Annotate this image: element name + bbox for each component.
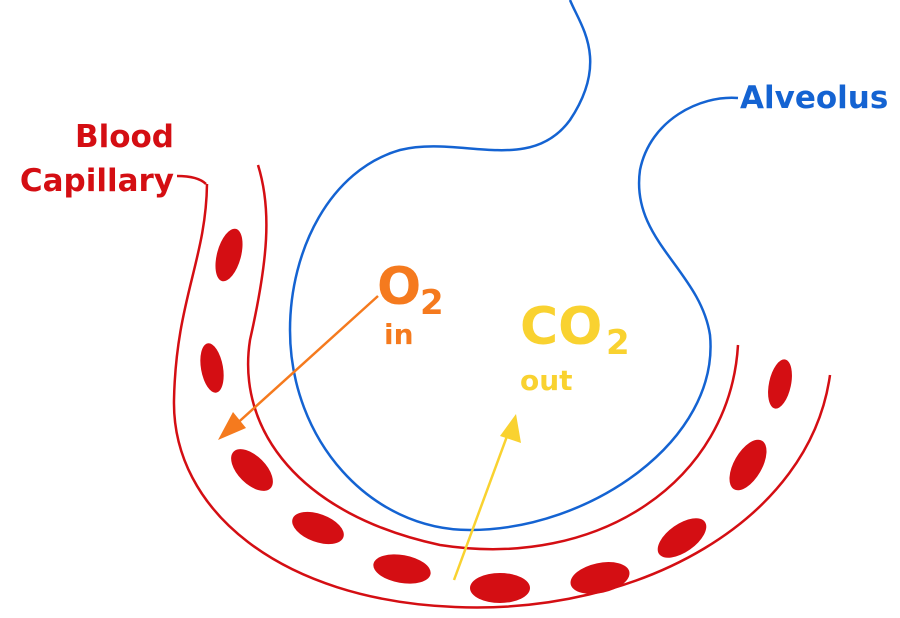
- oxygen-direction-label: in: [384, 318, 414, 351]
- red-blood-cell: [657, 518, 707, 558]
- carbon-dioxide-arrowhead: [500, 414, 521, 443]
- capillary-label: Capillary: [20, 163, 174, 199]
- carbon-dioxide-out-arrow: [452, 427, 512, 581]
- red-blood-cell: [200, 343, 224, 393]
- capillary-outer-wall: [172, 183, 832, 609]
- carbon-dioxide-label: CO: [520, 297, 602, 357]
- red-blood-cell: [570, 562, 630, 594]
- oxygen-arrowhead: [218, 412, 246, 440]
- red-blood-cell: [373, 554, 431, 584]
- red-blood-cell: [292, 511, 344, 545]
- red-blood-cell: [470, 573, 530, 603]
- red-blood-cell: [729, 439, 767, 491]
- red-blood-cell: [215, 228, 243, 282]
- alveolus-membrane: [288, 0, 739, 532]
- oxygen-label: O: [377, 257, 421, 317]
- alveolus-label: Alveolus: [740, 80, 888, 116]
- oxygen-subscript: 2: [420, 283, 444, 323]
- carbon-dioxide-direction-label: out: [520, 364, 573, 397]
- red-blood-cell: [768, 359, 792, 409]
- capillary-inner-wall: [246, 164, 740, 551]
- carbon-dioxide-subscript: 2: [606, 323, 630, 363]
- capillary-leader-line: [176, 174, 207, 185]
- blood-label: Blood: [75, 119, 174, 155]
- red-blood-cell: [231, 449, 273, 491]
- oxygen-in-arrow: [231, 295, 379, 429]
- red-blood-cells: [200, 228, 792, 603]
